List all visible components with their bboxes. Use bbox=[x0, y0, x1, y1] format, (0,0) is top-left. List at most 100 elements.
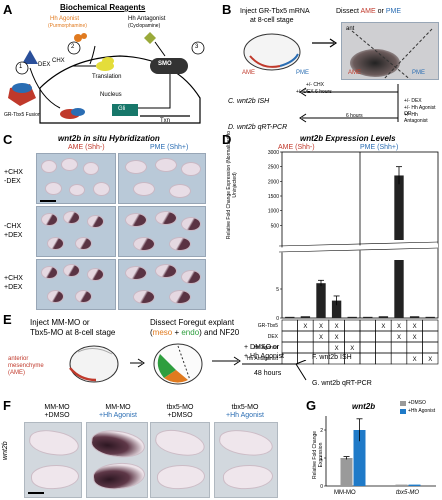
c-row1-label: +CHX-DEX bbox=[4, 169, 23, 185]
c-photo-ame-2 bbox=[36, 206, 116, 257]
d-bar-9 bbox=[425, 316, 435, 318]
g-legend-1: +DMSO bbox=[408, 400, 426, 406]
f-photo-3 bbox=[150, 422, 210, 498]
f-photo-2 bbox=[86, 422, 148, 498]
panel-a-title: Biochemical Reagents bbox=[60, 3, 146, 12]
d-table-cell-3-9 bbox=[422, 352, 439, 365]
d-bar-7 bbox=[394, 175, 404, 240]
g-ytick-label-0: 0 bbox=[320, 484, 323, 490]
gli-label: Gli bbox=[118, 106, 126, 112]
d-axis-break-line bbox=[278, 247, 439, 253]
txn-label: Txn bbox=[160, 118, 171, 124]
e-treat1: + DMSO or bbox=[244, 344, 280, 351]
d-bar-1 bbox=[300, 316, 311, 318]
d-axis-break bbox=[278, 243, 439, 253]
g-xcat-1: MM-MO bbox=[334, 490, 356, 496]
d-bar-5 bbox=[363, 316, 373, 318]
e-explant bbox=[153, 343, 203, 385]
d-time: 6 hours bbox=[346, 113, 363, 119]
d-ytick-label-upper-1: 1000 bbox=[268, 209, 279, 215]
dissect-text: Dissect AME or PME bbox=[336, 8, 401, 15]
agonist-label: Hh Agonist bbox=[50, 16, 80, 22]
e-treat2: + Hh Agonist bbox=[244, 353, 284, 360]
panel-e-label: E bbox=[3, 312, 12, 327]
e-dissect: Dissect Foregut explant bbox=[150, 318, 235, 327]
panel-b-label: B bbox=[222, 2, 232, 17]
d-ytick-label-upper-0: 500 bbox=[271, 223, 280, 229]
nucleus-label: Nucleus bbox=[100, 92, 122, 98]
g-ytick-label-1: 1 bbox=[320, 456, 323, 462]
panel-g-label: G bbox=[306, 398, 317, 413]
e-inject: Inject MM-MO or bbox=[30, 318, 90, 327]
step-2: 2 bbox=[71, 44, 75, 50]
e-tissue: (meso + endo) and NF20 bbox=[150, 328, 240, 337]
d-ytick-label-lower-1: 5 bbox=[276, 287, 279, 293]
c-col2: PME (Shh+) bbox=[150, 144, 189, 151]
d-bar-6 bbox=[378, 316, 389, 318]
smo-label: SMO bbox=[158, 61, 172, 67]
d-axis-break-line-2 bbox=[278, 241, 439, 247]
d-row-label-1: DEX bbox=[267, 334, 278, 340]
e-hours: 48 hours bbox=[254, 370, 282, 377]
photo-pme-label: PME bbox=[412, 70, 426, 76]
d-row-label-3: Hh Antagonist bbox=[246, 356, 278, 362]
dex-triangle bbox=[22, 50, 38, 64]
e-embryo bbox=[69, 345, 119, 383]
agonist-dot bbox=[74, 34, 82, 42]
antagonist-sub: (Cyclopamine) bbox=[128, 23, 161, 29]
d-outcome: D. wnt2b qRT-PCR bbox=[228, 124, 288, 131]
e-f-out: F. wnt2b ISH bbox=[312, 354, 352, 361]
f-col4-header: tbx5-MO+Hh Agonist bbox=[226, 404, 264, 419]
d-row-label-0: GR-Tbx5 bbox=[257, 323, 278, 329]
treatment-arrows bbox=[299, 84, 399, 123]
d-cond-2: +/- Hh Agonist OR bbox=[404, 105, 436, 117]
g-bar-1-1 bbox=[408, 484, 421, 486]
g-legend-swatch-2 bbox=[400, 409, 406, 414]
g-xcat-2: tbx5-MO bbox=[396, 490, 420, 496]
panel-d-title: wnt2b Expression Levels bbox=[300, 134, 396, 143]
d-bar-0 bbox=[285, 316, 295, 318]
arrow-b bbox=[312, 38, 338, 48]
g-bar-0-1 bbox=[353, 430, 366, 486]
step-3: 3 bbox=[195, 44, 199, 50]
d-table-mark-1-8: X bbox=[413, 335, 417, 341]
panel-c-title: wnt2b in situ Hybridization bbox=[58, 134, 160, 143]
c-photo-ame-3 bbox=[36, 259, 116, 310]
d-table-mark-0-8: X bbox=[413, 324, 417, 330]
g-legend-swatch-1 bbox=[400, 401, 406, 406]
d-table-mark-0-6: X bbox=[381, 324, 385, 330]
dex-label: DEX bbox=[38, 62, 51, 68]
g-bar-0-0 bbox=[340, 458, 353, 486]
d-table-mark-2-3: X bbox=[335, 346, 339, 352]
panel-f-label: F bbox=[3, 398, 11, 413]
antagonist-label: Hh Antagonist bbox=[128, 16, 166, 22]
c-photo-pme-2 bbox=[118, 206, 206, 257]
d-cond-1: +/- DEX bbox=[404, 98, 422, 104]
pathway-diagram bbox=[8, 32, 205, 124]
stage-text: at 8-cell stage bbox=[250, 17, 294, 24]
arrow-antagonist bbox=[154, 41, 166, 57]
arrow-agonist bbox=[89, 45, 96, 65]
d-bar-2 bbox=[316, 283, 326, 318]
d-table-mark-1-2: X bbox=[319, 335, 323, 341]
d-table-mark-0-3: X bbox=[335, 324, 339, 330]
d-cond-3: +/- Hh Antagonist bbox=[404, 112, 428, 124]
f-scale-bar bbox=[28, 492, 44, 494]
inject-text: Inject GR-Tbx5 mRNA bbox=[240, 8, 310, 15]
nucleus-outline bbox=[39, 55, 201, 124]
f-col2-header: MM-MO+Hh Agonist bbox=[99, 404, 137, 419]
d-table-mark-3-9: X bbox=[428, 357, 432, 363]
d-table-mark-0-1: X bbox=[303, 324, 307, 330]
gli-box bbox=[112, 104, 138, 116]
d-bar-8 bbox=[409, 316, 420, 318]
d-table-mark-2-4: X bbox=[350, 346, 354, 352]
c-row2-label: -CHX+DEX bbox=[4, 223, 23, 239]
f-col1-header: MM-MO+DMSO bbox=[44, 404, 70, 419]
photo-ame-label: AME bbox=[348, 70, 362, 76]
f-col3-header: tbx5-MO+DMSO bbox=[166, 404, 194, 419]
d-ytick-label-upper-3: 2000 bbox=[268, 179, 279, 185]
antagonist-shape bbox=[144, 32, 156, 44]
embryo-sketch bbox=[243, 33, 301, 71]
